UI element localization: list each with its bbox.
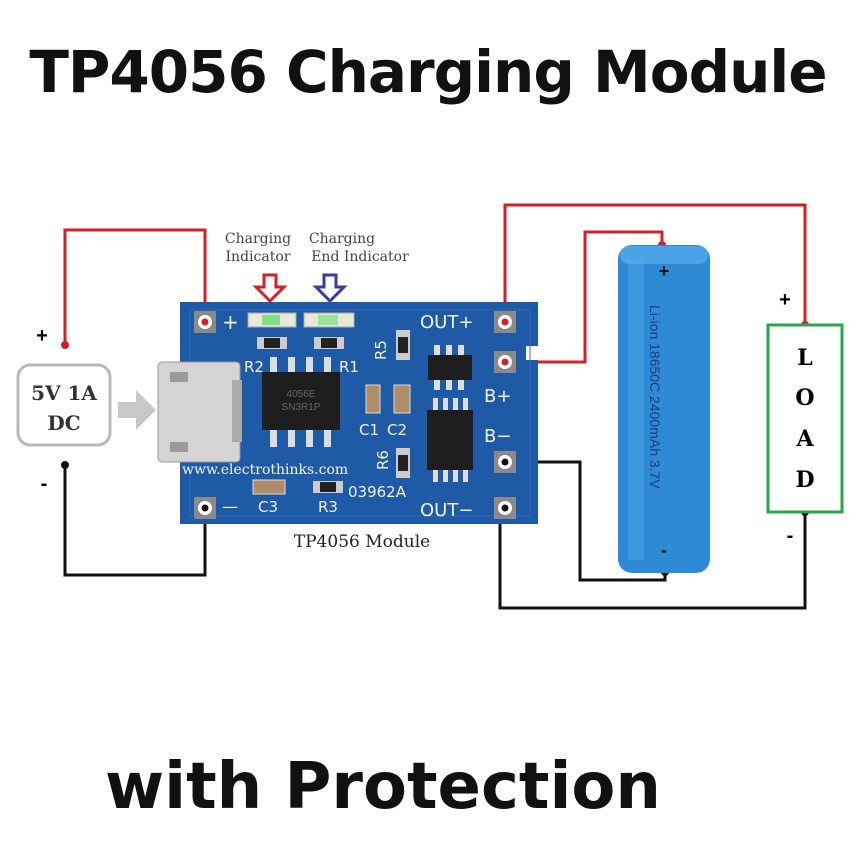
label-r1: R1 <box>339 358 359 376</box>
charging-indicator-label-2: Indicator <box>226 249 291 265</box>
red-down-arrow-icon <box>252 273 288 304</box>
micro-usb-port <box>157 361 242 463</box>
label-c3: C3 <box>258 498 278 516</box>
module-caption: TP4056 Module <box>294 532 430 552</box>
load-box: L O A D + - <box>766 289 844 547</box>
battery-18650: + Li-ion 18650C 2400mAh 3.7V - <box>618 245 710 573</box>
pin-label-in-plus: + <box>222 310 239 334</box>
pin-label-b-plus: B+ <box>484 386 511 407</box>
load-letter: D <box>795 467 814 493</box>
label-c1: C1 <box>359 421 379 439</box>
red-wire-bplus-battery <box>505 230 664 364</box>
source-dc-label: DC <box>47 411 80 435</box>
load-letter: O <box>795 385 814 411</box>
label-r2: R2 <box>244 358 264 376</box>
chip-marking-1: 4056E <box>287 389 316 400</box>
tp4056-module: 4056E SN3R1P + — OUT+ B+ B− OUT− R2 R1 C… <box>157 302 538 524</box>
pin-label-out-minus: OUT− <box>420 500 473 521</box>
charging-end-label-1: Charging <box>309 231 375 247</box>
load-minus-label: - <box>787 525 794 547</box>
charging-end-label-2: End Indicator <box>311 249 409 265</box>
label-c2: C2 <box>387 421 407 439</box>
pads <box>194 311 516 519</box>
pin-label-in-minus: — <box>222 497 238 516</box>
load-letter: A <box>795 426 814 452</box>
load-plus-label: + <box>779 289 791 311</box>
blue-down-arrow-icon <box>312 273 348 304</box>
pin-label-b-minus: B− <box>484 426 511 447</box>
charging-indicator-label-1: Charging <box>225 231 291 247</box>
power-source: 5V 1A DC + - <box>16 325 112 495</box>
battery-minus-label: - <box>661 540 667 560</box>
battery-plus-label: + <box>659 261 670 281</box>
battery-label: Li-ion 18650C 2400mAh 3.7V <box>647 305 663 489</box>
source-minus-label: - <box>41 473 48 495</box>
source-voltage-label: 5V 1A <box>31 381 97 405</box>
source-plus-label: + <box>36 325 48 347</box>
black-wire-bminus-battery <box>505 460 667 582</box>
load-letter: L <box>797 345 812 371</box>
label-r5: R5 <box>372 340 390 360</box>
page-subtitle: with Protection <box>105 750 661 824</box>
website-watermark: www.electrothinks.com <box>182 462 348 478</box>
arrow-right-icon <box>118 390 156 430</box>
module-code: 03962A <box>348 483 407 501</box>
chip-marking-2: SN3R1P <box>282 402 321 413</box>
red-wire-source-plus <box>63 228 207 345</box>
black-wire-source-minus <box>63 465 207 577</box>
label-r6: R6 <box>374 450 392 470</box>
red-wire-out-plus-load <box>503 203 807 325</box>
pin-label-out-plus: OUT+ <box>420 312 473 333</box>
page-title: TP4056 Charging Module <box>29 38 827 106</box>
label-r3: R3 <box>318 498 338 516</box>
